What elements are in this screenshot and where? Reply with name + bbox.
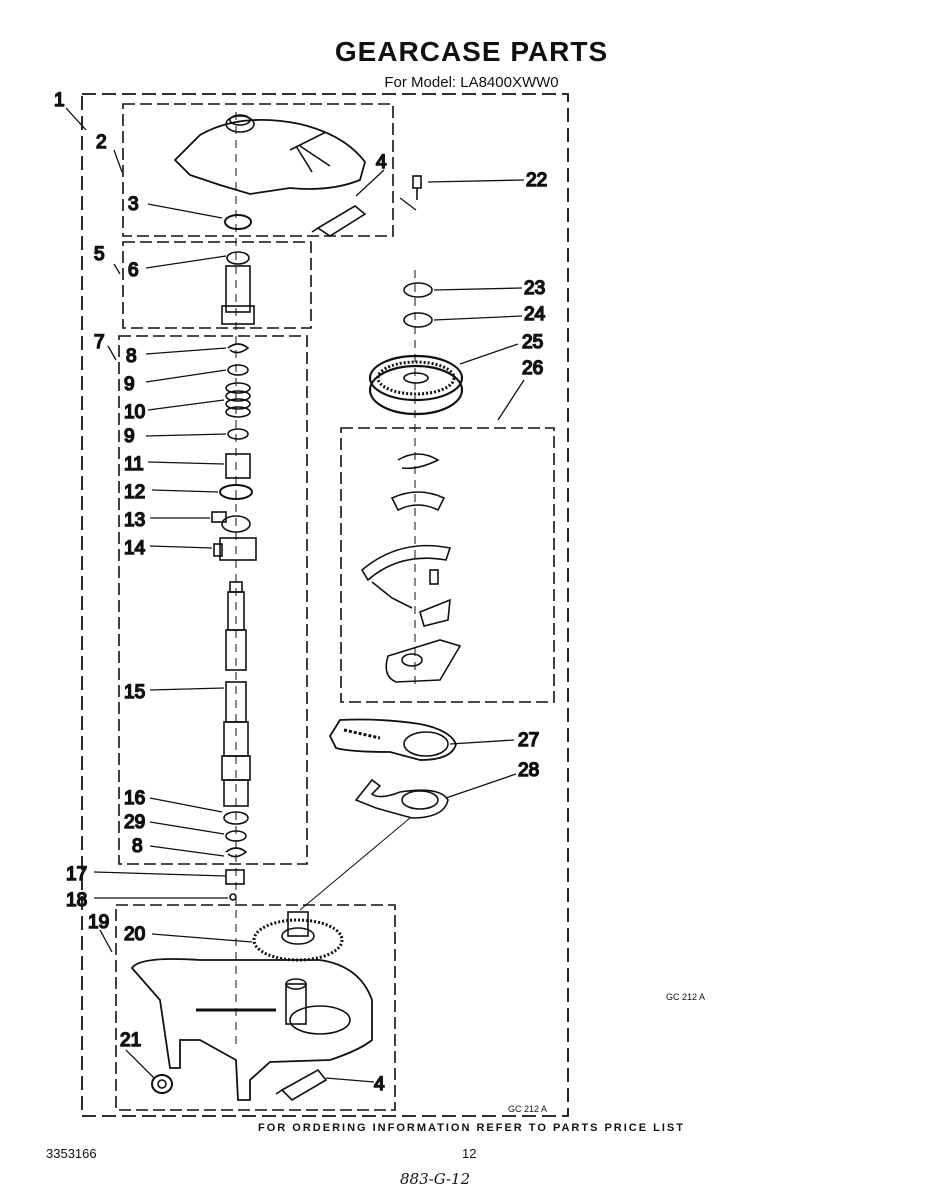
document-number: 3353166	[46, 1146, 97, 1161]
gearcase-frame	[115, 904, 396, 1111]
callout-29: 29	[124, 812, 145, 833]
callout-8-upper: 8	[126, 346, 137, 367]
bushing	[151, 1074, 173, 1094]
callout-25: 25	[522, 332, 543, 353]
pinion-assembly	[221, 251, 255, 325]
callout-8-lower: 8	[132, 836, 143, 857]
callout-27: 27	[518, 730, 539, 751]
callout-12: 12	[124, 482, 145, 503]
shift-lever	[354, 778, 449, 819]
drive-lever	[328, 718, 457, 761]
callout-5: 5	[94, 244, 105, 265]
spacer	[225, 869, 245, 885]
callout-24: 24	[524, 304, 546, 325]
callout-16: 16	[124, 788, 145, 809]
callout-28: 28	[518, 760, 539, 781]
callout-9-lower: 9	[124, 426, 135, 447]
callout-18: 18	[66, 890, 87, 911]
callout-7: 7	[94, 332, 105, 353]
callout-11: 11	[124, 454, 144, 475]
washer-29	[225, 830, 247, 842]
callout-20: 20	[124, 924, 145, 945]
cover-group-frame	[122, 103, 394, 237]
thrust-washer	[219, 484, 253, 500]
washer	[227, 364, 249, 376]
sealant-tube	[311, 205, 367, 237]
washer-lower	[227, 428, 249, 440]
cam-bar	[211, 511, 251, 533]
sealant-tube-bottom	[275, 1068, 328, 1102]
agitator-shaft	[221, 581, 251, 807]
callout-21: 21	[120, 1030, 141, 1051]
bearing	[223, 811, 249, 825]
callout-2: 2	[96, 132, 107, 153]
ball	[229, 893, 237, 901]
callout-22: 22	[526, 170, 547, 191]
retaining-ring	[227, 343, 250, 354]
gearcase-body	[130, 958, 373, 1101]
washer-24	[403, 312, 433, 328]
page-title: GEARCASE PARTS	[334, 36, 609, 67]
page-number: 12	[462, 1146, 477, 1161]
ordering-note: FOR ORDERING INFORMATION REFER TO PARTS …	[258, 1122, 685, 1134]
gear-segment-frame	[340, 427, 555, 703]
screw	[412, 175, 422, 200]
gear-20	[252, 911, 344, 962]
outer-dashed-frame	[81, 93, 569, 1117]
model-subtitle: For Model: LA8400XWW0	[384, 74, 559, 91]
callout-3: 3	[128, 194, 139, 215]
callout-9-upper: 9	[124, 374, 135, 395]
main-gear	[368, 354, 464, 416]
callout-23: 23	[524, 278, 545, 299]
callout-13: 13	[124, 510, 145, 531]
callout-4-bottom: 4	[374, 1074, 385, 1095]
callout-10: 10	[124, 402, 145, 423]
gearcase-cover	[173, 114, 366, 195]
callout-19: 19	[88, 912, 109, 933]
callout-1: 1	[54, 90, 65, 111]
seal	[224, 214, 252, 230]
washer-23	[403, 282, 433, 298]
callout-15: 15	[124, 682, 145, 703]
shaft-group-frame	[118, 335, 308, 865]
callout-4-top: 4	[376, 152, 387, 173]
handwritten-note: 883-G-12	[400, 1170, 471, 1188]
callout-6: 6	[128, 260, 139, 281]
callout-26: 26	[522, 358, 543, 379]
spring	[225, 382, 251, 418]
link-line	[299, 817, 411, 911]
figure-code: GC 212 A	[666, 992, 706, 1002]
clutch	[213, 537, 257, 561]
leader-lines	[65, 107, 525, 1083]
pinion-gear	[225, 453, 251, 479]
gear-segment-parts	[360, 453, 462, 683]
figure-code-frame: GC 212 A	[508, 1104, 547, 1114]
callout-17: 17	[66, 864, 87, 885]
pinion-group-frame	[122, 241, 312, 329]
callout-14: 14	[124, 538, 146, 559]
retaining-ring-lower	[225, 847, 248, 858]
